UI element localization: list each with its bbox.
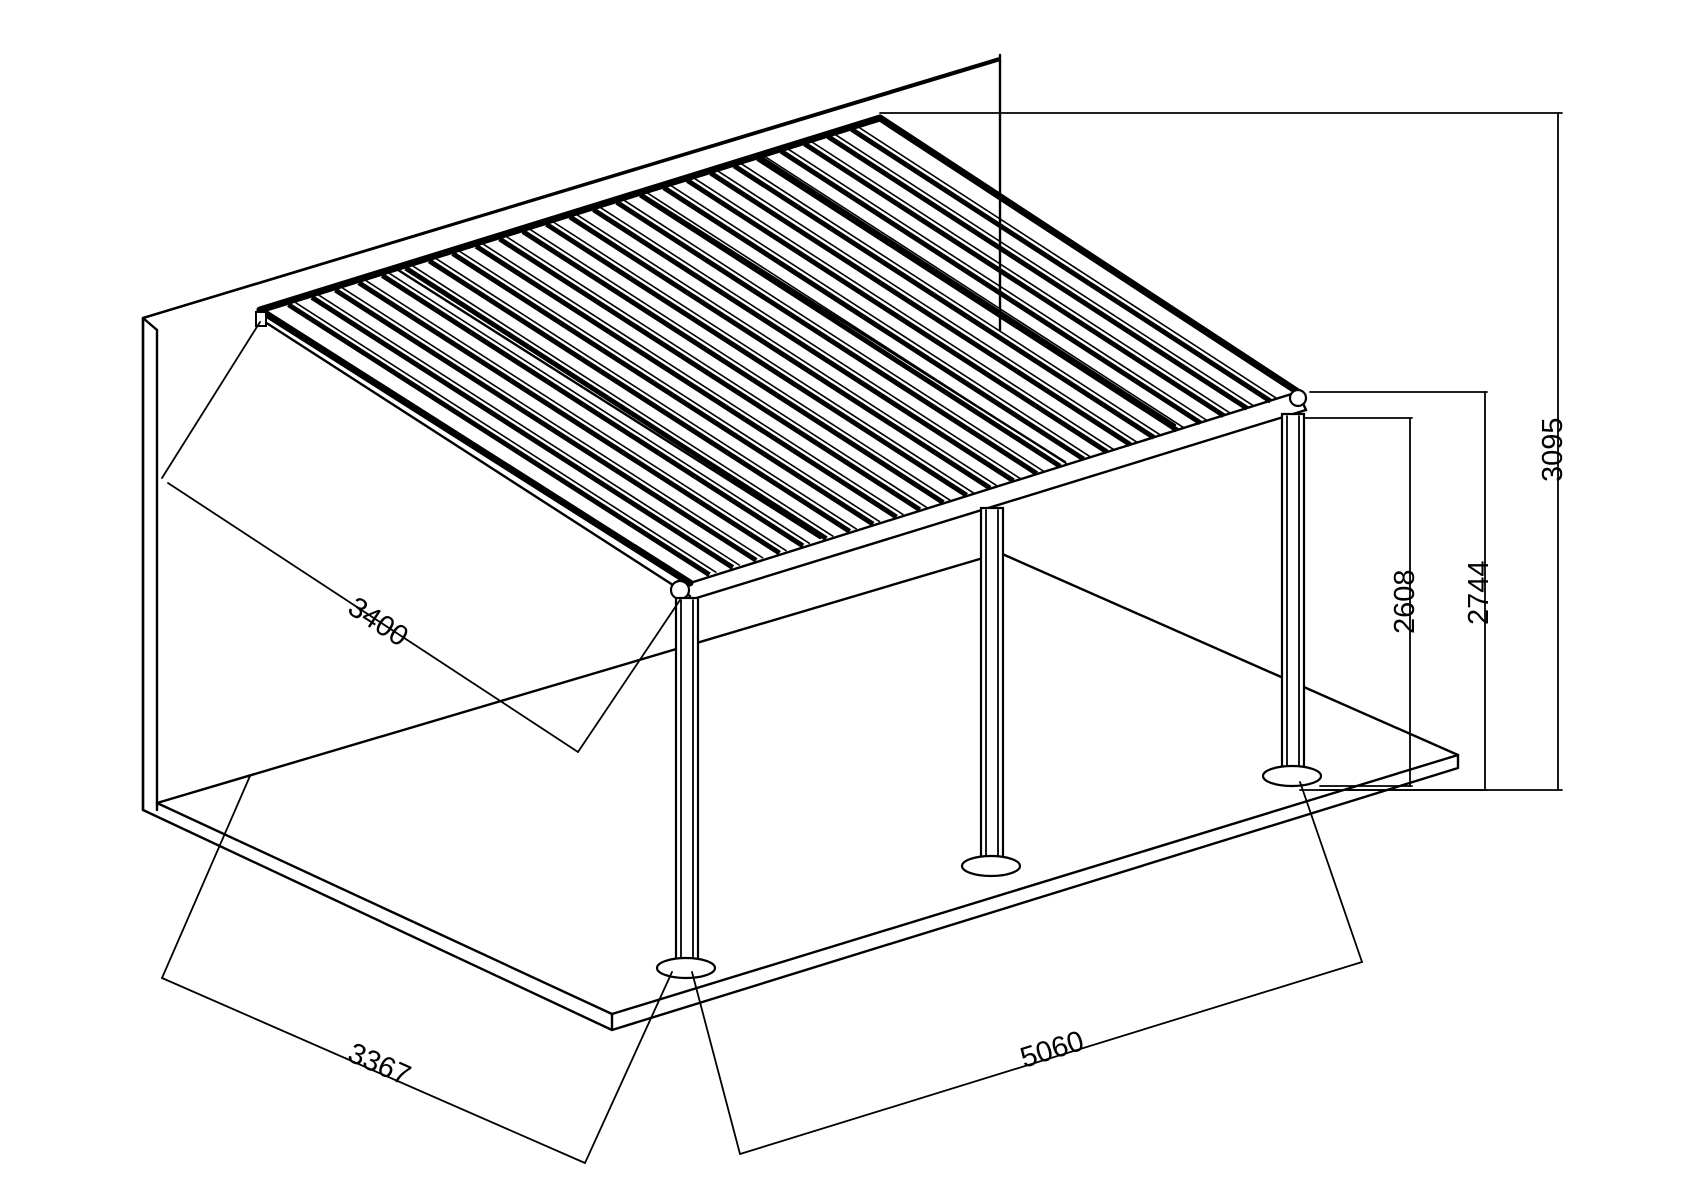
louver-edge — [740, 163, 1162, 436]
louver-edge — [787, 148, 1208, 422]
dim-label-2744: 2744 — [1463, 560, 1495, 625]
louver-blade — [380, 273, 805, 548]
dim-label-3367: 3367 — [343, 1037, 415, 1092]
post-middle — [960, 506, 1022, 878]
louver-edge — [670, 184, 1091, 458]
louver-blade — [498, 236, 922, 512]
louver-edge — [764, 155, 1185, 429]
dim-floor-depth: 3367 — [161, 775, 673, 1164]
louver-blade — [803, 141, 1226, 418]
dim-total-height: 3095 — [879, 112, 1569, 791]
louver-edge — [717, 170, 1138, 444]
louver-blade — [545, 222, 968, 498]
dim-clear-height: 2608 — [1303, 417, 1421, 787]
louver-edge — [858, 126, 1279, 400]
louver-blade — [779, 149, 1202, 426]
louver-edge — [646, 192, 1068, 465]
louver-edge — [834, 133, 1255, 407]
roof-louvers — [287, 126, 1279, 577]
louver-blade — [451, 251, 875, 527]
louver-blade — [756, 156, 1179, 433]
louver-edge — [341, 287, 764, 559]
louver-edge — [388, 272, 811, 545]
louver-edge — [506, 236, 928, 509]
louver-blade — [732, 163, 1156, 440]
dim-label-5060: 5060 — [1017, 1025, 1088, 1075]
louver-edge — [295, 301, 717, 574]
dim-roof-depth: 3400 — [161, 321, 681, 753]
louver-edge — [576, 214, 998, 487]
louver-blade — [310, 295, 735, 570]
louver-blade — [826, 134, 1249, 411]
louver-blade — [404, 266, 828, 541]
louver-edge — [529, 228, 951, 501]
louver-blade — [287, 302, 711, 577]
louver-edge — [693, 177, 1115, 451]
louver-blade — [639, 192, 1062, 469]
louver-edge — [318, 294, 741, 567]
louver-blade — [615, 200, 1039, 476]
louver-edge — [600, 206, 1021, 480]
louver-blade — [850, 127, 1272, 404]
louver-blade — [709, 171, 1132, 447]
dim-label-3095: 3095 — [1537, 417, 1569, 482]
dim-width: 5060 — [691, 781, 1363, 1155]
dim-label-3400: 3400 — [342, 591, 413, 653]
louver-edge — [623, 199, 1045, 473]
louver-edge — [553, 221, 975, 494]
post-front — [655, 596, 717, 980]
louver-blade — [334, 287, 758, 563]
louver-blade — [568, 214, 992, 491]
louver-blade — [662, 185, 1085, 462]
louver-edge — [435, 258, 858, 530]
louver-blade — [685, 178, 1109, 454]
louver-blade — [592, 207, 1015, 483]
louver-edge — [365, 279, 787, 552]
louver-edge — [459, 250, 881, 523]
louver-blade — [521, 229, 945, 505]
dim-label-2608: 2608 — [1389, 569, 1421, 634]
louver-edge — [482, 243, 904, 516]
louver-blade — [357, 280, 781, 556]
louver-edge — [811, 141, 1232, 415]
posts — [655, 412, 1323, 980]
louver-blade — [427, 258, 852, 534]
post-right — [1261, 412, 1323, 788]
floor-slab — [141, 551, 1460, 1032]
louver-blade — [474, 244, 898, 520]
louver-edge — [412, 265, 834, 538]
